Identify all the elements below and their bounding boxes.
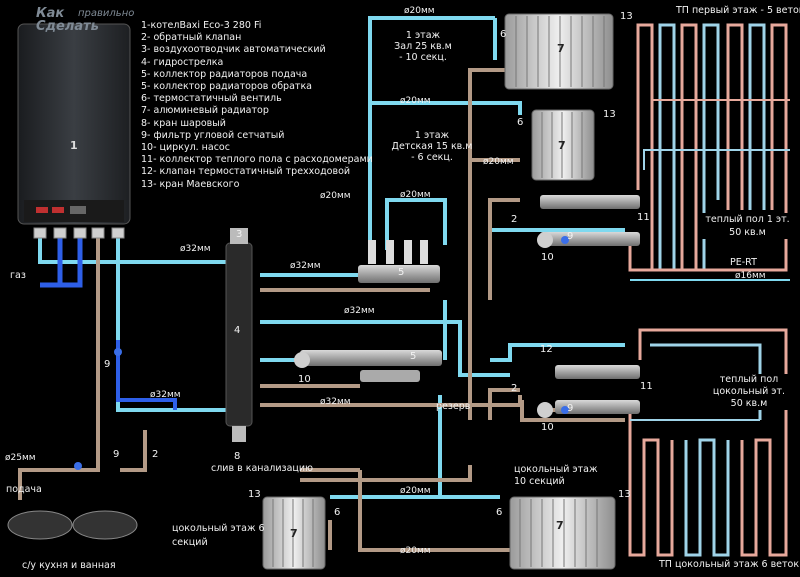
label-mayevsky-13-a: 13 [620,11,633,22]
floor-loops-first [628,23,790,272]
legend: 1-котелBaxi Eco-3 280 Fi 2- обратный кла… [141,20,373,191]
pipe-label-32: ø32мм [290,261,321,271]
floor-manifolds [294,195,640,418]
label-check-2-bottom: 2 [511,383,518,394]
label-pump-10-left: 10 [298,374,311,385]
label-boiler-1: 1 [70,139,78,152]
label-filter-9-mid: 9 [567,403,574,414]
drain-label: слив в канализацию [211,463,314,474]
legend-item: 10- циркул. насос [141,142,230,154]
legend-item: 5- коллектор радиаторов обратка [141,81,313,93]
label-check-2-top: 2 [511,214,518,225]
pipe-label-16: ø16мм [735,271,766,281]
blue-return [116,340,177,410]
legend-item: 9- фильтр угловой сетчатый [141,129,285,141]
pipe-label-20: ø20мм [404,6,435,16]
label-collector-5-top: 5 [398,267,405,278]
label-manifold-11-top: 11 [637,212,650,223]
label-mayevsky-13-c: 13 [248,489,261,500]
hydro-arrow [225,228,253,442]
legend-item: 8- кран шаровый [141,117,226,129]
valve-markers [74,236,569,470]
legend-item: 7- алюминевый радиатор [141,105,269,117]
supply-pipes [38,16,790,499]
basement-6-label: цокольный этаж 6 секций [172,523,265,548]
label-filter-9-bottom: 9 [113,449,120,460]
tp-first-label: ТП первый этаж - 5 веток [676,5,800,16]
pipe-label-20: ø20мм [400,546,431,556]
label-check-2: 2 [152,449,159,460]
pipe-label-20: ø20мм [483,157,514,167]
label-tv-6-a: 6 [500,29,507,40]
warm-floor-base-label: теплый пол цокольный эт. 50 кв.м [706,374,792,410]
gas-label: газ [10,270,26,281]
floor1-kids-label: 1 этаж Детская 15 кв.м - 6 секц. [391,130,473,163]
label-tv-6-b: 6 [517,117,524,128]
label-valve-8: 8 [234,451,241,462]
reserve-label: резерв [436,401,471,412]
legend-item: 13- кран Маевского [141,178,240,190]
logo-line2: правильно [78,8,135,19]
logo-line3: Сделать [36,19,99,34]
legend-item: 6- термостатичный вентиль [141,93,282,105]
label-mayevsky-13-b: 13 [603,109,616,120]
label-tv-6-d: 6 [496,507,503,518]
label-filter-9-top: 9 [567,231,574,242]
legend-item: 4- гидрострелка [141,56,224,68]
label-radiator-7-d: 7 [290,527,298,540]
pipe-label-32: ø32мм [180,244,211,254]
sinks [7,510,138,540]
legend-item: 11- коллектор теплого пола с расходомера… [141,154,373,166]
radiator-collectors [300,240,442,382]
label-radiator-7-b: 7 [558,139,566,152]
legend-item: 1-котелBaxi Eco-3 280 Fi [141,20,262,31]
pert-label: PE-RT [730,257,757,268]
pipe-label-20: ø20мм [400,96,431,106]
pipe-label-25: ø25мм [5,453,36,463]
boiler-body [17,23,131,225]
legend-item: 2- обратный клапан [141,32,242,44]
radiators [262,13,616,570]
legend-item: 3- воздухоотводчик автоматический [141,44,326,56]
legend-item: 5- коллектор радиаторов подача [141,68,308,80]
label-manifold-11-bottom: 11 [640,381,653,392]
floor1-hall-label: 1 этаж Зал 25 кв.м - 10 секц. [394,30,452,63]
label-radiator-7-a: 7 [557,42,565,55]
basement-10-label: цокольный этаж 10 секций [514,464,598,487]
logo-line1: Как [36,6,65,21]
floor-loops-basement [628,328,788,557]
pipe-label-20: ø20мм [320,191,351,201]
gas-pipe [40,235,83,288]
pipe-label-20: ø20мм [400,486,431,496]
label-radiator-7-c: 7 [556,519,564,532]
label-filter-9-left: 9 [104,359,111,370]
pipe-label-32: ø32мм [150,390,181,400]
pipe-label-20: ø20мм [400,190,431,200]
boiler-valves [33,227,125,239]
label-pump-10-top: 10 [541,252,554,263]
label-pump-10-bottom: 10 [541,422,554,433]
pipe-label-32: ø32мм [344,306,375,316]
label-valve-12: 12 [540,344,553,355]
supply-label: подача [6,484,42,495]
label-mayevsky-13-d: 13 [618,489,631,500]
label-vent-3: 3 [236,229,243,240]
legend-item: 12- клапан термостатичный трехходовой [141,166,351,178]
tp-basement-label: ТП цокольный этаж 6 веток [659,559,800,570]
label-collector-5-bottom: 5 [410,351,417,362]
pipe-label-32: ø32мм [320,397,351,407]
label-tv-6-c: 6 [334,507,341,518]
radiator-fins [272,16,605,567]
warm-floor-1-label: теплый пол 1 эт. 50 кв.м [700,213,795,239]
label-hydro-4: 4 [234,325,241,336]
kitchen-bath-label: с/у кухня и ванная [22,560,116,571]
